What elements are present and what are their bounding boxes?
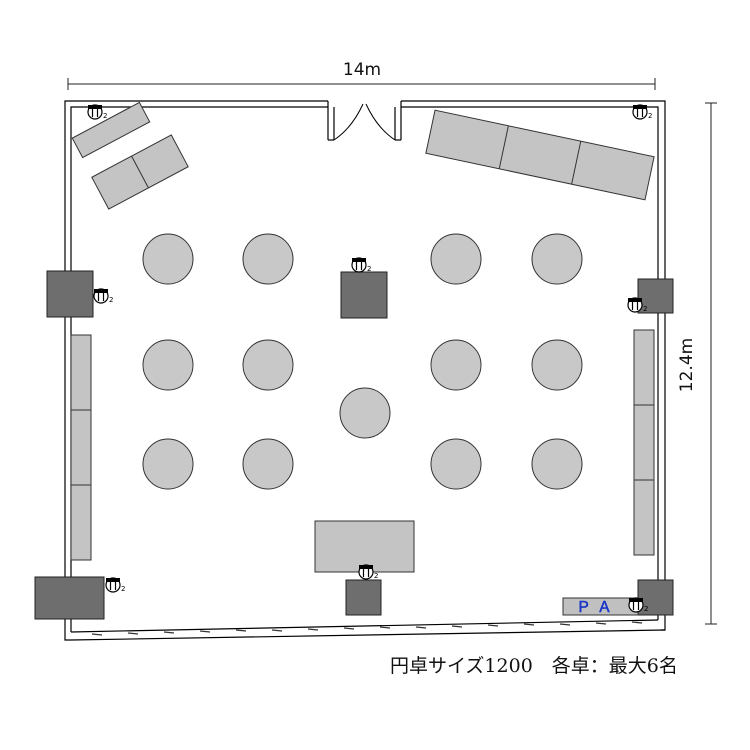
speaker-left-bottom bbox=[34, 576, 105, 620]
round-table-7 bbox=[430, 339, 482, 391]
round-table-10 bbox=[142, 438, 194, 490]
sofa-right bbox=[633, 329, 655, 556]
outlet-count-label: 2 bbox=[367, 265, 371, 273]
outlet-count-label: 2 bbox=[109, 296, 113, 304]
pa-station: ＰＡ bbox=[562, 597, 639, 616]
outlet-icon: 2 bbox=[358, 564, 378, 580]
sofa-top-left-2 bbox=[91, 134, 189, 210]
room-walls bbox=[64, 100, 666, 641]
sofa-top-left-1 bbox=[71, 101, 151, 159]
round-table-3 bbox=[430, 233, 482, 285]
power-outlets: 2 2 2 2 2 2 2 2 bbox=[87, 104, 652, 613]
bottom-wall-hatch bbox=[91, 621, 643, 636]
round-table-1 bbox=[142, 233, 194, 285]
speaker-right-top bbox=[637, 278, 674, 314]
outlet-icon: 2 bbox=[628, 597, 648, 613]
center-stand-top bbox=[340, 271, 388, 319]
outlet-icon: 2 bbox=[93, 288, 113, 304]
round-table-5 bbox=[142, 339, 194, 391]
outlet-count-label: 2 bbox=[644, 605, 648, 613]
sofa-left bbox=[70, 334, 92, 561]
speaker-left-top bbox=[46, 270, 94, 318]
outlet-count-label: 2 bbox=[648, 112, 652, 120]
round-table-4 bbox=[531, 233, 583, 285]
outlet-icon: 2 bbox=[87, 104, 107, 120]
outlet-count-label: 2 bbox=[121, 585, 125, 593]
outlet-count-label: 2 bbox=[374, 572, 378, 580]
width-dimension: 14m bbox=[67, 60, 656, 90]
pa-label: ＰＡ bbox=[576, 598, 618, 616]
round-table-2 bbox=[242, 233, 294, 285]
table-size-caption: 円卓サイズ1200 各卓：最大6名 bbox=[390, 655, 678, 677]
round-tables bbox=[142, 233, 583, 490]
sofa-top-right bbox=[425, 109, 655, 201]
round-table-9 bbox=[339, 387, 391, 439]
round-table-11 bbox=[242, 438, 294, 490]
outlet-count-label: 2 bbox=[643, 305, 647, 313]
round-table-13 bbox=[531, 438, 583, 490]
height-dimension: 12.4m bbox=[677, 102, 717, 625]
outlet-icon: 2 bbox=[627, 297, 647, 313]
entrance-door bbox=[333, 103, 396, 141]
outlet-icon: 2 bbox=[632, 104, 652, 120]
round-table-8 bbox=[531, 339, 583, 391]
round-table-6 bbox=[242, 339, 294, 391]
outlet-count-label: 2 bbox=[103, 112, 107, 120]
outlet-icon: 2 bbox=[351, 257, 371, 273]
round-table-12 bbox=[430, 438, 482, 490]
width-label: 14m bbox=[343, 60, 381, 80]
center-stand-bottom bbox=[345, 579, 382, 616]
dark-blocks bbox=[34, 270, 674, 620]
outlet-icon: 2 bbox=[105, 577, 125, 593]
height-label: 12.4m bbox=[677, 338, 697, 392]
bottom-counter bbox=[314, 520, 415, 573]
sofas bbox=[70, 101, 655, 573]
